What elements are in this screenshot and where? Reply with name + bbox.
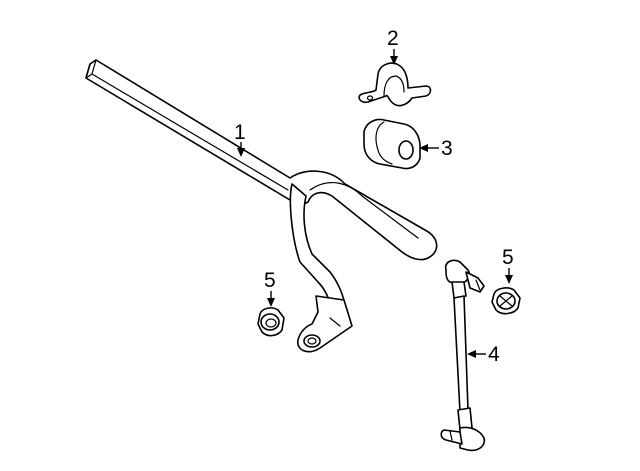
callout-2: 2	[387, 27, 399, 65]
callout-arrowhead-3	[419, 144, 428, 152]
callout-1: 1	[234, 121, 246, 157]
callout-label-4: 4	[488, 343, 500, 366]
callout-label-5-right: 5	[502, 246, 514, 269]
nut-right	[491, 287, 521, 315]
stabilizer-link	[440, 259, 486, 452]
callout-arrowhead-5-left	[267, 298, 275, 307]
nut-left	[257, 307, 285, 337]
stabilizer-bar	[85, 59, 438, 353]
callout-arrowhead-5-right	[505, 275, 513, 284]
callout-label-2: 2	[387, 27, 399, 50]
callout-4: 4	[467, 343, 500, 366]
callout-arrowhead-1	[237, 148, 245, 157]
callout-arrowhead-4	[467, 350, 476, 358]
callout-3: 3	[419, 137, 453, 160]
bushing	[363, 118, 421, 170]
callout-5-left: 5	[264, 269, 276, 307]
callout-label-1: 1	[234, 121, 246, 144]
bushing-bracket	[358, 62, 432, 107]
callout-arrowhead-2	[390, 56, 398, 65]
callout-label-3: 3	[441, 137, 453, 160]
callout-label-5-left: 5	[264, 269, 276, 292]
callout-5-right: 5	[502, 246, 514, 284]
